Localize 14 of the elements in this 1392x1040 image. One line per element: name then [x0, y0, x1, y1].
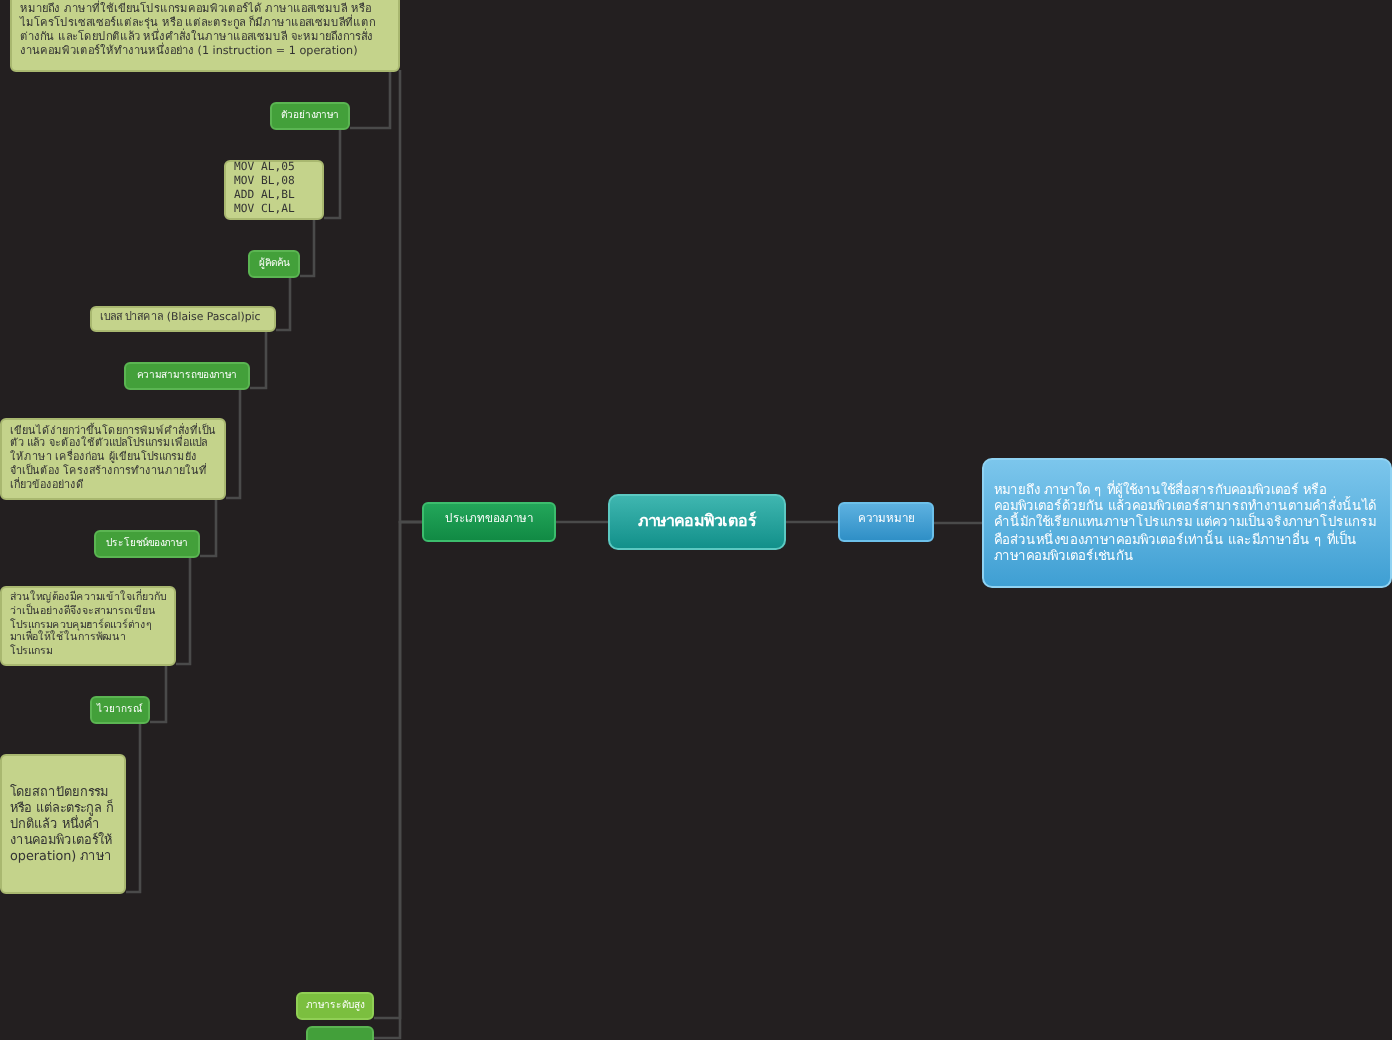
connector-line: [934, 521, 982, 525]
connector-line: [786, 520, 838, 524]
connector-line: [324, 130, 342, 220]
connector-line: [300, 220, 316, 278]
connector-line: [556, 520, 608, 524]
connector-line: [126, 724, 142, 894]
topic-box: ภาษาคอมพิวเตอร์: [608, 494, 786, 550]
connector-line: [350, 72, 392, 130]
connector-line: [150, 666, 168, 724]
connector-line: [276, 278, 292, 332]
connector-line: [250, 332, 268, 390]
connector-line: [176, 558, 192, 666]
connector-line: [200, 500, 218, 558]
connector-line: [226, 390, 242, 500]
